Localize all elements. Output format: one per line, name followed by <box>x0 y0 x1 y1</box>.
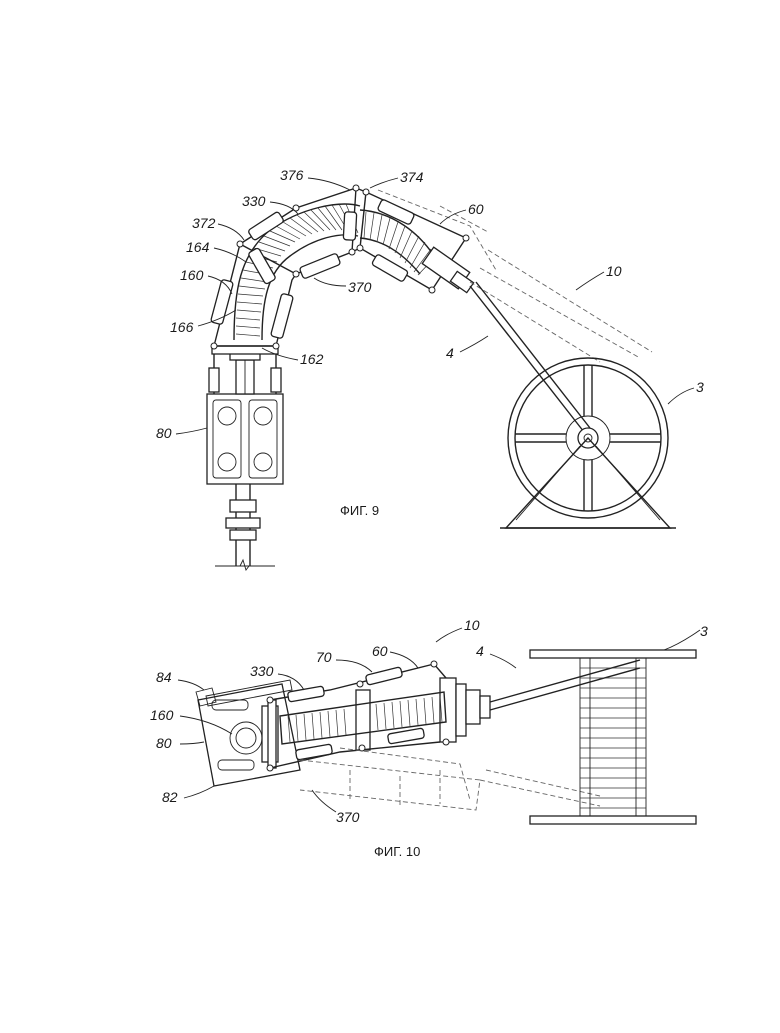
fig9-label: 10 <box>606 263 622 279</box>
fig9-cable <box>470 282 590 432</box>
fig10-base-plate <box>196 680 300 786</box>
fig10-caption: ФИГ. 10 <box>374 844 420 859</box>
fig9-base-box <box>207 394 283 484</box>
fig10-label: 4 <box>476 643 484 659</box>
fig10-label: 70 <box>316 649 332 665</box>
figure-9: 376 374 330 60 372 164 10 160 370 166 4 … <box>156 167 704 570</box>
fig9-label: 164 <box>186 239 210 255</box>
fig9-label: 330 <box>242 193 266 209</box>
fig10-label: 3 <box>700 623 708 639</box>
fig9-label: 160 <box>180 267 204 283</box>
fig9-end-clamp <box>422 247 473 292</box>
fig9-label: 372 <box>192 215 216 231</box>
fig9-label: 376 <box>280 167 304 183</box>
fig10-label: 10 <box>464 617 480 633</box>
fig9-label: 4 <box>446 345 454 361</box>
fig9-label: 3 <box>696 379 704 395</box>
fig9-reel <box>500 358 676 528</box>
fig9-label: 162 <box>300 351 324 367</box>
fig9-caption: ФИГ. 9 <box>340 503 379 518</box>
fig9-mount <box>209 346 281 394</box>
figure-10: 10 3 330 70 60 4 84 160 80 82 370 ФИГ. 1… <box>150 617 708 859</box>
fig10-label: 60 <box>372 643 388 659</box>
fig10-label: 330 <box>250 663 274 679</box>
fig10-label: 80 <box>156 735 172 751</box>
fig10-label: 160 <box>150 707 174 723</box>
fig10-label: 84 <box>156 669 172 685</box>
fig10-end-and-cable <box>466 660 640 724</box>
fig10-ghost-position <box>300 748 600 810</box>
fig10-label: 82 <box>162 789 178 805</box>
fig9-label: 374 <box>400 169 424 185</box>
fig9-label: 370 <box>348 279 372 295</box>
fig9-label: 60 <box>468 201 484 217</box>
fig9-label: 166 <box>170 319 194 335</box>
fig9-label: 80 <box>156 425 172 441</box>
fig10-label: 370 <box>336 809 360 825</box>
fig9-lower-pipe <box>215 484 275 570</box>
